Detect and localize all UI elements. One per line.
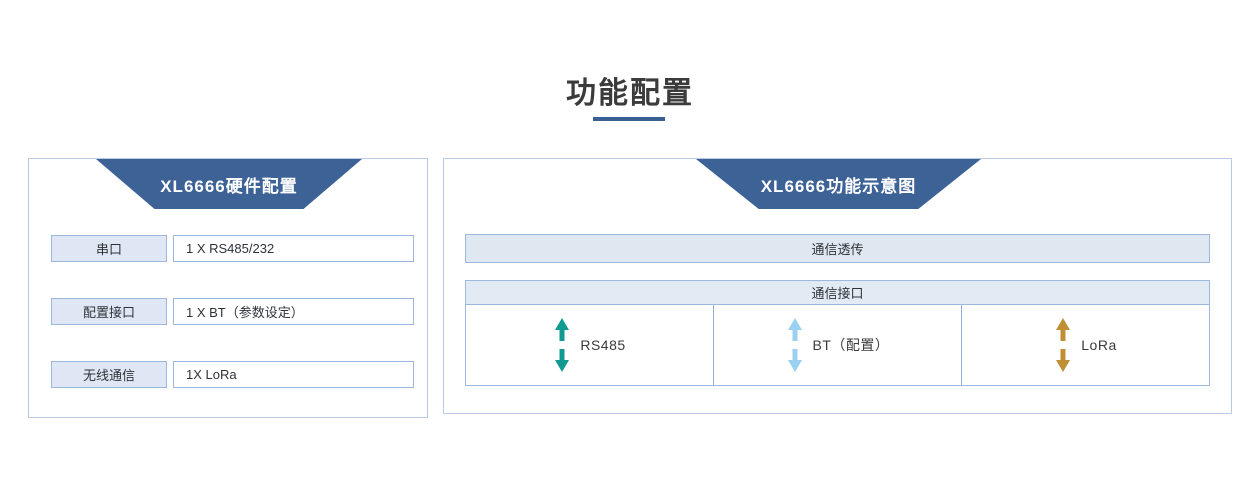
- spec-row: 配置接口 1 X BT（参数设定）: [51, 298, 414, 325]
- spec-label: 配置接口: [51, 298, 167, 325]
- double-arrow-vertical-icon: [1056, 318, 1071, 372]
- double-arrow-vertical-icon: [555, 318, 570, 372]
- hardware-config-panel-header: XL6666硬件配置: [96, 159, 362, 209]
- interface-label: BT（配置）: [812, 337, 890, 353]
- interface-cell-group: RS485 BT（配置） LoRa: [465, 305, 1210, 386]
- spec-value: 1X LoRa: [173, 361, 414, 388]
- interface-cell-lora: LoRa: [962, 305, 1209, 385]
- transparent-transmission-bar: 通信透传: [465, 234, 1210, 263]
- interface-cell-bt: BT（配置）: [714, 305, 962, 385]
- spec-row: 串口 1 X RS485/232: [51, 235, 414, 262]
- interface-cell-rs485: RS485: [466, 305, 714, 385]
- hardware-config-panel: XL6666硬件配置 串口 1 X RS485/232 配置接口 1 X BT（…: [28, 158, 428, 418]
- spec-value: 1 X RS485/232: [173, 235, 414, 262]
- function-diagram-panel-header: XL6666功能示意图: [696, 159, 981, 209]
- interface-label: RS485: [580, 337, 626, 353]
- function-diagram-panel: XL6666功能示意图 通信透传 通信接口 RS485 BT（配置） LoRa: [443, 158, 1232, 414]
- spec-label: 串口: [51, 235, 167, 262]
- spec-value: 1 X BT（参数设定）: [173, 298, 414, 325]
- communication-interface-bar: 通信接口: [465, 280, 1210, 305]
- spec-label: 无线通信: [51, 361, 167, 388]
- title-underline: [593, 117, 665, 121]
- page-title: 功能配置: [566, 77, 694, 110]
- interface-label: LoRa: [1081, 337, 1117, 353]
- double-arrow-vertical-icon: [787, 318, 802, 372]
- spec-row: 无线通信 1X LoRa: [51, 361, 414, 388]
